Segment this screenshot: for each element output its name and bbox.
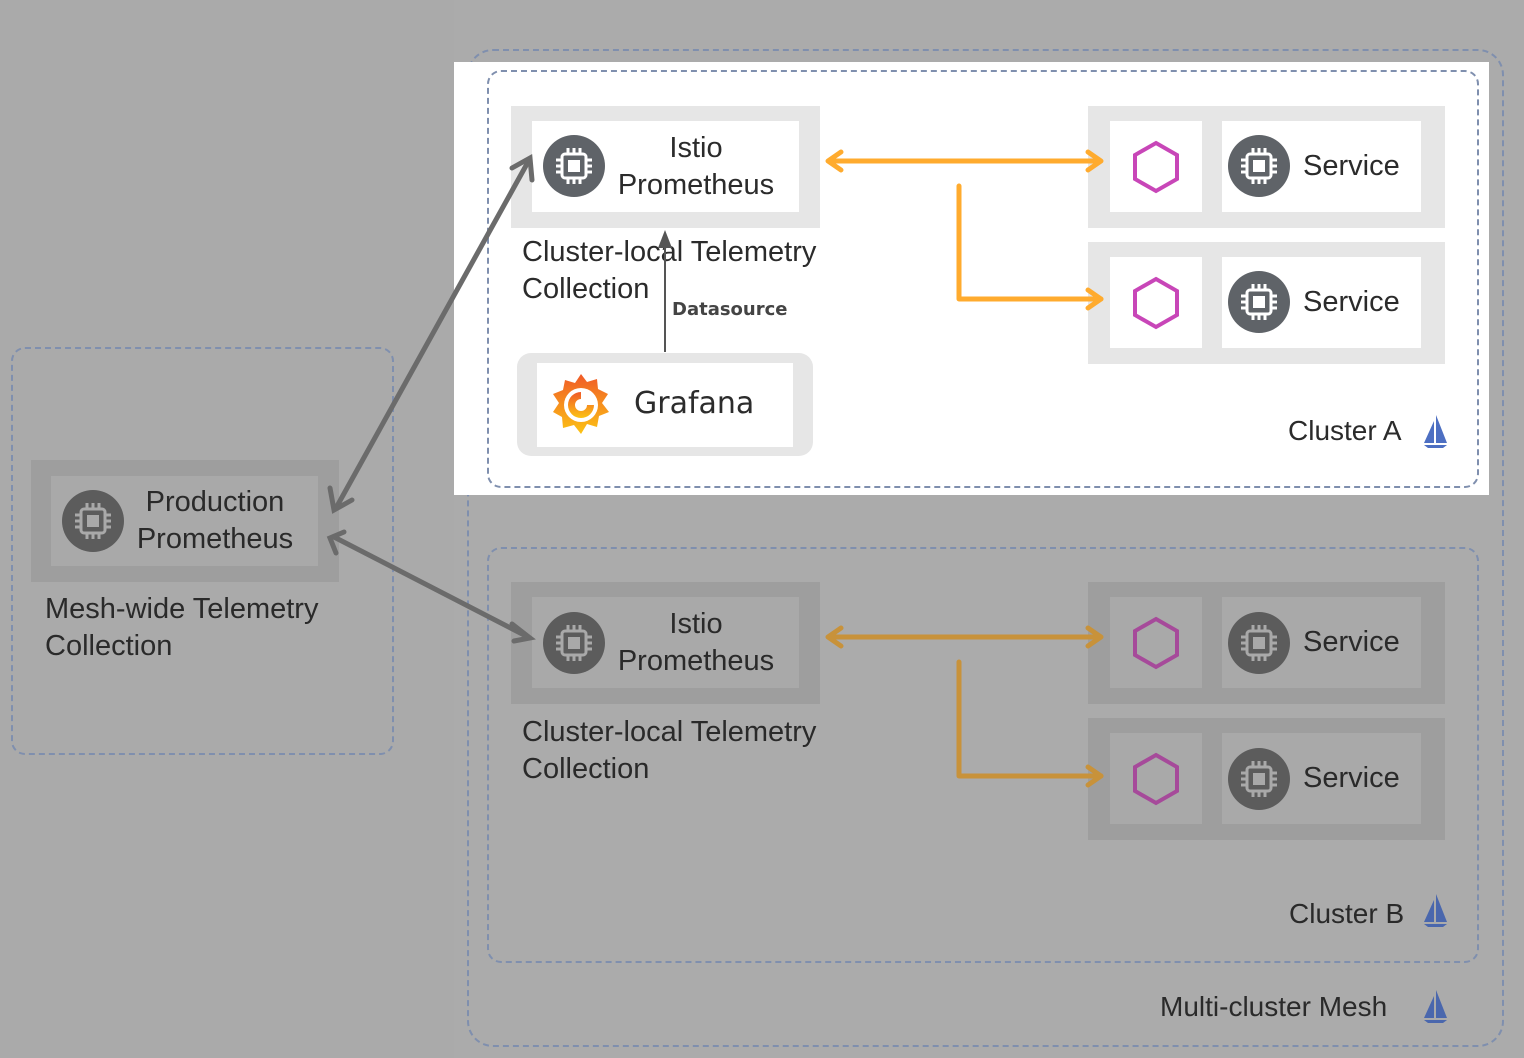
datasource-label: Datasource: [672, 299, 788, 320]
grafana-label: Grafana: [634, 386, 755, 421]
cluster-a-prometheus-line1: Istio: [669, 132, 723, 164]
cluster-a-service-label-2: Service: [1303, 286, 1400, 318]
chip-icon: [1228, 612, 1290, 674]
mesh-wide-box: [11, 347, 394, 755]
cluster-a-label: Cluster A: [1288, 415, 1402, 446]
cluster-b-box: [487, 547, 1479, 963]
envoy-hexagon-icon: [1133, 752, 1179, 806]
cluster-a-proxy-box-2: [1110, 257, 1202, 348]
cluster-a-proxy-box-1: [1110, 121, 1202, 212]
cluster-b-prometheus-line1: Istio: [669, 608, 723, 640]
cluster-b-caption-line2: Collection: [522, 753, 650, 785]
production-caption-line2: Collection: [45, 630, 173, 662]
cluster-a-prometheus-line2: Prometheus: [617, 169, 775, 201]
istio-sail-icon: [1424, 415, 1447, 448]
mesh-label: Multi-cluster Mesh: [1160, 991, 1388, 1022]
production-title-line2: Prometheus: [136, 523, 294, 555]
chip-icon: [62, 490, 124, 552]
cluster-a-box: [487, 70, 1479, 488]
production-caption-line1: Mesh-wide Telemetry: [45, 593, 319, 625]
envoy-hexagon-icon: [1133, 276, 1179, 330]
envoy-hexagon-icon: [1133, 140, 1179, 194]
production-title-line1: Production: [145, 486, 285, 518]
federation-arrow-a: [327, 153, 535, 514]
cluster-b-service-label-2: Service: [1303, 762, 1400, 794]
cluster-b-proxy-box-2: [1110, 733, 1202, 824]
istio-sail-icon: [1424, 990, 1447, 1023]
multi-cluster-mesh-box: [467, 49, 1504, 1047]
chip-icon: [1228, 748, 1290, 810]
scrape-arrows-b: [825, 625, 1104, 788]
datasource-arrowhead: [658, 230, 672, 248]
chip-icon: [1228, 135, 1290, 197]
cluster-b-label: Cluster B: [1289, 898, 1405, 929]
cluster-a-service-label-1: Service: [1303, 150, 1400, 182]
scrape-arrows-a: [825, 149, 1104, 311]
grafana-logo-icon: [553, 374, 609, 434]
federation-arrow-b: [326, 529, 536, 644]
cluster-b-service-label-1: Service: [1303, 626, 1400, 658]
cluster-b-prometheus-line2: Prometheus: [617, 645, 775, 677]
istio-sail-icon: [1424, 894, 1447, 927]
envoy-hexagon-icon: [1133, 616, 1179, 670]
cluster-a-caption-line2: Collection: [522, 273, 650, 305]
chip-icon: [543, 612, 605, 674]
chip-icon: [543, 135, 605, 197]
chip-icon: [1228, 271, 1290, 333]
cluster-b-proxy-box-1: [1110, 597, 1202, 688]
cluster-b-caption-line1: Cluster-local Telemetry: [522, 716, 817, 748]
